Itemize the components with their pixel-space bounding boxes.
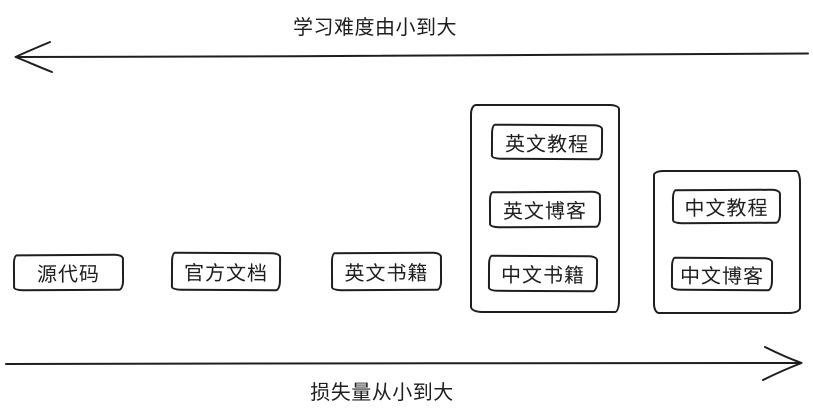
box-official-docs: 官方文档 [170, 251, 282, 292]
box-label: 英文书籍 [344, 262, 429, 286]
box-label: 中文书籍 [500, 264, 586, 288]
box-chinese-books: 中文书籍 [487, 254, 599, 293]
box-label: 中文教程 [684, 197, 769, 221]
box-english-books: 英文书籍 [330, 251, 443, 292]
box-label: 英文教程 [504, 133, 590, 156]
left-arrow [14, 41, 809, 73]
bottom-axis-label: 损失量从小到大 [310, 382, 454, 404]
right-arrow [5, 346, 803, 381]
box-label: 官方文档 [183, 262, 269, 286]
top-axis-label: 学习难度由小到大 [293, 17, 457, 39]
box-english-tutorials: 英文教程 [490, 123, 604, 161]
box-source-code: 源代码 [12, 253, 125, 292]
box-label: 英文博客 [502, 200, 588, 224]
group-box-right: 中文教程 中文博客 [653, 170, 801, 314]
group-box-middle: 英文教程 英文博客 中文书籍 [470, 104, 620, 313]
box-chinese-tutorials: 中文教程 [671, 188, 782, 225]
box-english-blogs: 英文博客 [488, 190, 602, 229]
box-chinese-blogs: 中文博客 [670, 256, 774, 292]
box-label: 中文博客 [679, 265, 765, 288]
box-label: 源代码 [36, 263, 101, 287]
